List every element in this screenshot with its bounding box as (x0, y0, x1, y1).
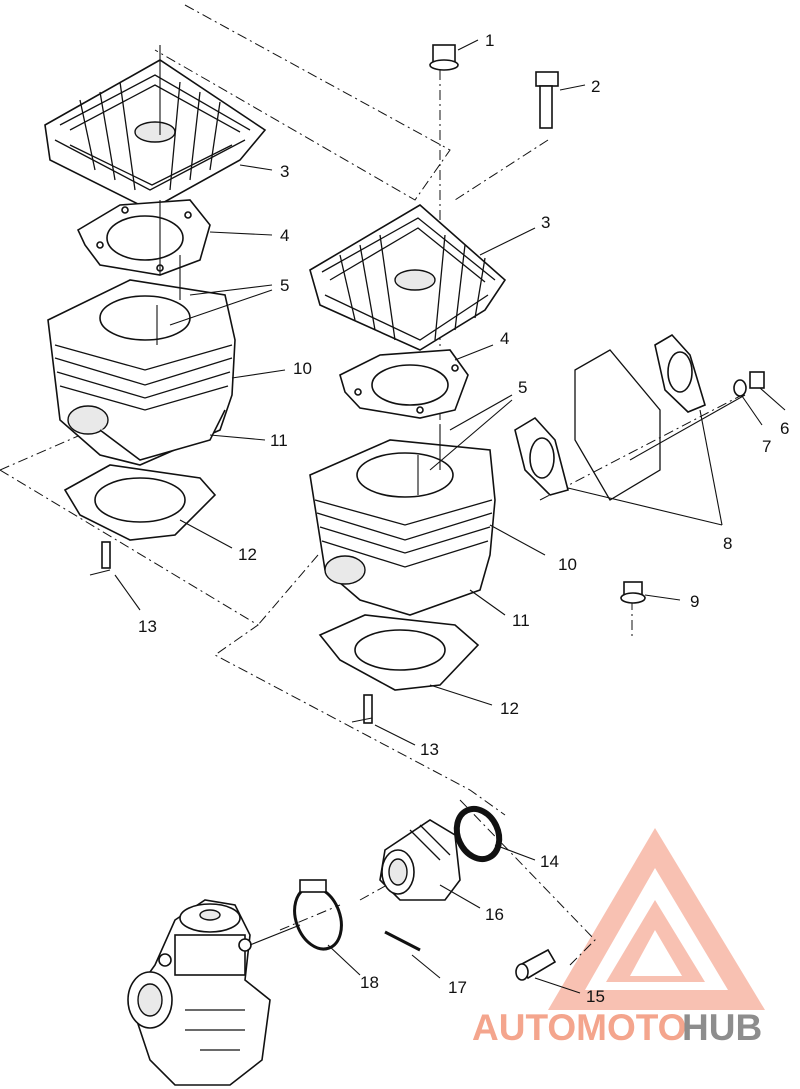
right-base-gasket (318, 614, 493, 706)
callout-1: 1 (485, 31, 494, 50)
right-cylinder-head (309, 204, 536, 351)
callout-11-left: 11 (270, 431, 288, 450)
intake-adapter (379, 819, 481, 909)
right-head-gasket (339, 344, 494, 419)
callout-12-left: 12 (238, 545, 257, 564)
left-cylinder (47, 255, 286, 466)
callout-12-right: 12 (500, 699, 519, 718)
callout-10-right: 10 (558, 555, 577, 574)
flange-nut (620, 581, 681, 604)
callout-18: 18 (360, 973, 379, 992)
callout-13-right: 13 (420, 740, 439, 759)
watermark-wordmark-part2: HUB (682, 1007, 762, 1048)
callout-5-left: 5 (280, 276, 289, 295)
callout-2: 2 (591, 77, 600, 96)
callout-14: 14 (540, 852, 559, 871)
callout-11-right: 11 (512, 611, 530, 630)
callout-3-left: 3 (280, 162, 289, 181)
callout-4-right: 4 (500, 329, 509, 348)
callout-7: 7 (762, 437, 771, 456)
left-base-gasket (63, 464, 233, 549)
callout-3-right: 3 (541, 213, 550, 232)
callout-9: 9 (690, 592, 699, 611)
callout-8: 8 (723, 534, 732, 553)
screw (515, 948, 581, 994)
left-cylinder-head (44, 45, 273, 211)
washer-and-nut (733, 371, 786, 426)
callout-5-right: 5 (518, 378, 527, 397)
clamp (293, 879, 361, 976)
carburetor (127, 899, 301, 1086)
o-ring (453, 805, 536, 863)
callout-4-left: 4 (280, 226, 289, 245)
right-nut (429, 39, 479, 71)
bolt (535, 71, 586, 129)
exhaust-gaskets (514, 333, 746, 526)
left-head-gasket (76, 199, 273, 276)
right-fitting (351, 694, 416, 746)
callout-6: 6 (780, 419, 789, 438)
left-fitting (89, 541, 141, 611)
callout-13-left: 13 (138, 617, 157, 636)
right-cylinder (309, 394, 546, 616)
watermark-logo (548, 828, 765, 1010)
long-screw (384, 930, 441, 979)
callout-16: 16 (485, 905, 504, 924)
watermark-wordmark-part1: AUTOMOTO (472, 1007, 686, 1048)
callout-15: 15 (586, 987, 605, 1006)
callout-17: 17 (448, 978, 467, 997)
callout-10-left: 10 (293, 359, 312, 378)
